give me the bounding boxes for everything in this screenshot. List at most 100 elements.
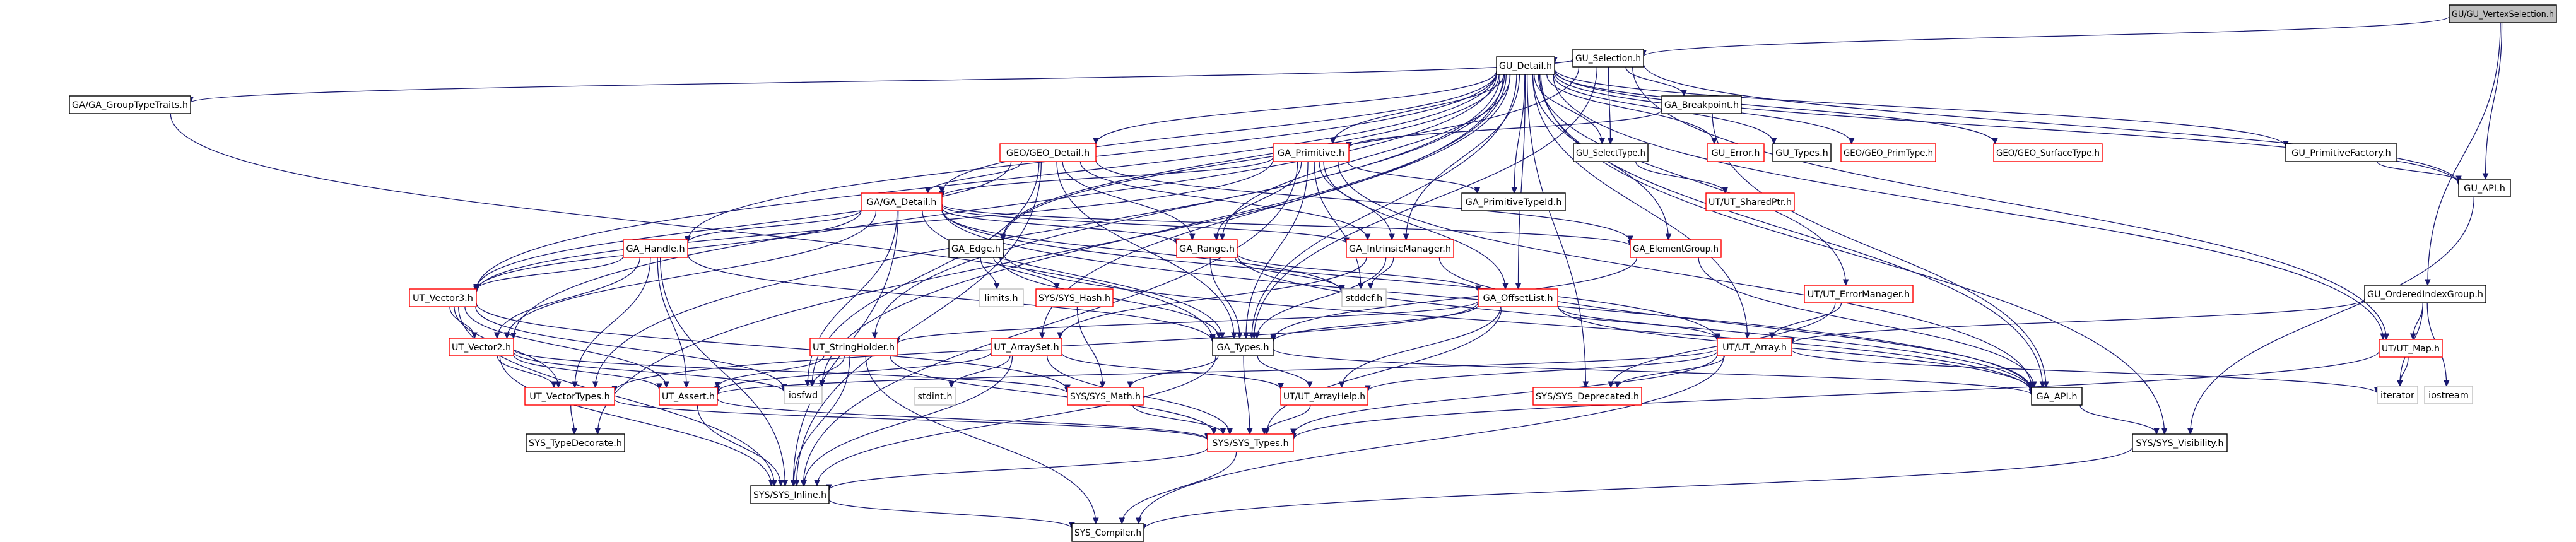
node-label: GU_PrimitiveFactory.h <box>2291 148 2391 158</box>
node-ga-primtypeid[interactable]: GA_PrimitiveTypeId.h <box>1461 192 1566 211</box>
node-sys-types[interactable]: SYS/SYS_Types.h <box>1207 433 1294 452</box>
node-box <box>1478 288 1558 307</box>
node-sys-visibility[interactable]: SYS/SYS_Visibility.h <box>2132 433 2228 452</box>
edge-ga_primitive-to-sys_inline <box>803 161 1298 486</box>
edge-geo_detail-to-ga_elementgroup <box>1095 160 1630 242</box>
node-label: GU_Error.h <box>1712 148 1760 158</box>
edge-ut_stringholder-to-sys_inline <box>794 355 850 486</box>
node-geo-primtype[interactable]: GEO/GEO_PrimType.h <box>1840 143 1936 162</box>
node-sys-deprecated[interactable]: SYS/SYS_Deprecated.h <box>1532 387 1642 406</box>
edge-gu_detail-to-ga_intrinsic <box>1406 74 1520 240</box>
node-label: UT/UT_Map.h <box>2382 344 2440 354</box>
node-box <box>1661 95 1742 114</box>
node-box <box>623 239 688 258</box>
edge-ga_handle-to-ut_assert <box>657 257 686 387</box>
edge-gu_sel-to-ga_breakpoint <box>1625 66 1684 96</box>
node-geo-surfacetype[interactable]: GEO/GEO_SurfaceType.h <box>1993 143 2103 162</box>
node-ut-map[interactable]: UT/UT_Map.h <box>2379 339 2443 358</box>
node-limits[interactable]: limits.h <box>979 288 1024 307</box>
node-box <box>2449 4 2557 23</box>
edge-gu_detail-to-gu_primfactory <box>1554 68 2286 147</box>
node-iostream[interactable]: iostream <box>2424 386 2473 404</box>
node-root[interactable]: GU/GU_VertexSelection.h <box>2449 4 2557 23</box>
edge-ut_arrayhelp-to-sys_types <box>1264 404 1311 434</box>
node-stddef[interactable]: stddef.h <box>1341 288 1387 307</box>
edge-ga_offsetlist-to-ut_array <box>1557 305 1717 339</box>
node-ut-vectortypes[interactable]: UT_VectorTypes.h <box>524 387 615 406</box>
node-stdint[interactable]: stdint.h <box>914 387 956 406</box>
node-gu-types[interactable]: GU_Types.h <box>1772 143 1832 162</box>
edge-gu_detail-to-gu_selecttype <box>1534 74 1603 144</box>
node-label: UT/UT_ArrayHelp.h <box>1283 392 1365 402</box>
node-gu-primfactory[interactable]: GU_PrimitiveFactory.h <box>2285 143 2397 162</box>
edge-ut_vectortypes-to-sys_types <box>614 399 1208 440</box>
edge-root-to-gu_sel <box>1644 16 2450 56</box>
node-box <box>1630 239 1722 258</box>
node-ga-api[interactable]: GA_API.h <box>2031 387 2083 406</box>
edge-ut_vector2-to-sys_math <box>513 349 1067 393</box>
node-gu-error[interactable]: GU_Error.h <box>1707 143 1765 162</box>
node-ga-detail[interactable]: GA/GA_Detail.h <box>861 192 943 211</box>
edge-ut_arrayset-to-stdint <box>951 355 1011 387</box>
node-ga-intrinsic[interactable]: GA_IntrinsicManager.h <box>1346 239 1454 258</box>
edge-sys_types-to-sys_compiler <box>1122 451 1237 524</box>
node-ut-assert[interactable]: UT_Assert.h <box>659 387 718 406</box>
node-ga-edge[interactable]: GA_Edge.h <box>948 239 1004 258</box>
node-sys-compiler[interactable]: SYS_Compiler.h <box>1071 523 1144 542</box>
node-box <box>1071 523 1144 542</box>
node-label: GU_SelectType.h <box>1576 148 1645 158</box>
node-gu-selecttype[interactable]: GU_SelectType.h <box>1573 143 1649 162</box>
node-gu-orderedindexgroup[interactable]: GU_OrderedIndexGroup.h <box>2364 285 2486 303</box>
edge-ga_detail-to-ut_array <box>941 208 1717 341</box>
edge-ga_detail-to-ut_vector2 <box>507 210 877 338</box>
node-ga-offsetlist[interactable]: GA_OffsetList.h <box>1478 288 1558 307</box>
edge-ga_handle-to-ut_vectortypes <box>575 257 651 387</box>
edge-ut_vector2-to-ut_assert <box>513 354 659 389</box>
node-iterator[interactable]: iterator <box>2377 386 2418 404</box>
node-gu-api[interactable]: GU_API.h <box>2458 179 2511 197</box>
node-ga-handle[interactable]: GA_Handle.h <box>623 239 688 258</box>
edge-gu_detail-to-geo_detail <box>1096 71 1497 144</box>
node-box <box>991 338 1062 356</box>
edge-sys_visibility-to-sys_compiler <box>1144 447 2133 529</box>
edge-gu_detail-to-ut_vectortypes <box>596 74 1501 387</box>
node-ga-breakpoint[interactable]: GA_Breakpoint.h <box>1661 95 1742 114</box>
node-ga-grouptraits[interactable]: GA/GA_GroupTypeTraits.h <box>69 95 191 114</box>
node-ga-range[interactable]: GA_Range.h <box>1176 239 1238 258</box>
node-sys-hash[interactable]: SYS/SYS_Hash.h <box>1035 288 1114 307</box>
node-label: SYS_TypeDecorate.h <box>529 439 622 449</box>
edge-ut_errormanager-to-ut_array <box>1772 302 1842 338</box>
node-ut-arrayhelp[interactable]: UT/UT_ArrayHelp.h <box>1280 387 1368 406</box>
node-ga-types[interactable]: GA_Types.h <box>1212 338 1274 356</box>
node-sys-inline[interactable]: SYS/SYS_Inline.h <box>750 485 830 504</box>
edge-ga_primitive-to-ga_intrinsic <box>1319 161 1392 240</box>
node-box <box>914 387 956 406</box>
edge-ut_array-to-iterator <box>1791 349 2377 393</box>
node-ut-arrayset[interactable]: UT_ArraySet.h <box>991 338 1062 356</box>
node-ut-stringholder[interactable]: UT_StringHolder.h <box>809 338 898 356</box>
node-iosfwd[interactable]: iosfwd <box>784 386 823 404</box>
node-ut-errormanager[interactable]: UT/UT_ErrorManager.h <box>1804 285 1914 303</box>
edge-ga_intrinsic-to-stddef <box>1370 257 1394 289</box>
node-ut-vector2[interactable]: UT_Vector2.h <box>449 338 514 356</box>
node-ut-vector3[interactable]: UT_Vector3.h <box>409 288 477 307</box>
edge-gu_detail-to-ga_primtypeid <box>1514 74 1526 193</box>
edge-ga_detail-to-ga_elementgroup <box>941 204 1630 246</box>
edge-ut_stringholder-to-ut_assert <box>717 355 825 387</box>
node-ut-sharedptr[interactable]: UT/UT_SharedPtr.h <box>1705 192 1795 211</box>
node-ga-elementgroup[interactable]: GA_ElementGroup.h <box>1630 239 1722 258</box>
node-label: GA_Handle.h <box>626 244 685 254</box>
node-sys-math[interactable]: SYS/SYS_Math.h <box>1067 387 1144 406</box>
edge-ga_detail-to-ga_range <box>941 208 1177 244</box>
node-gu-detail[interactable]: GU_Detail.h <box>1496 56 1555 75</box>
node-box <box>1993 143 2103 162</box>
node-box <box>809 338 898 356</box>
node-ga-primitive[interactable]: GA_Primitive.h <box>1273 143 1350 162</box>
node-label: SYS/SYS_Types.h <box>1212 439 1288 449</box>
node-ut-array[interactable]: UT/UT_Array.h <box>1717 338 1792 356</box>
node-sys-typedecorate[interactable]: SYS_TypeDecorate.h <box>526 433 625 452</box>
node-geo-detail[interactable]: GEO/GEO_Detail.h <box>999 143 1097 162</box>
edge-ga_elementgroup-to-ga_types <box>1273 257 1638 340</box>
node-gu-sel[interactable]: GU_Selection.h <box>1572 49 1644 68</box>
